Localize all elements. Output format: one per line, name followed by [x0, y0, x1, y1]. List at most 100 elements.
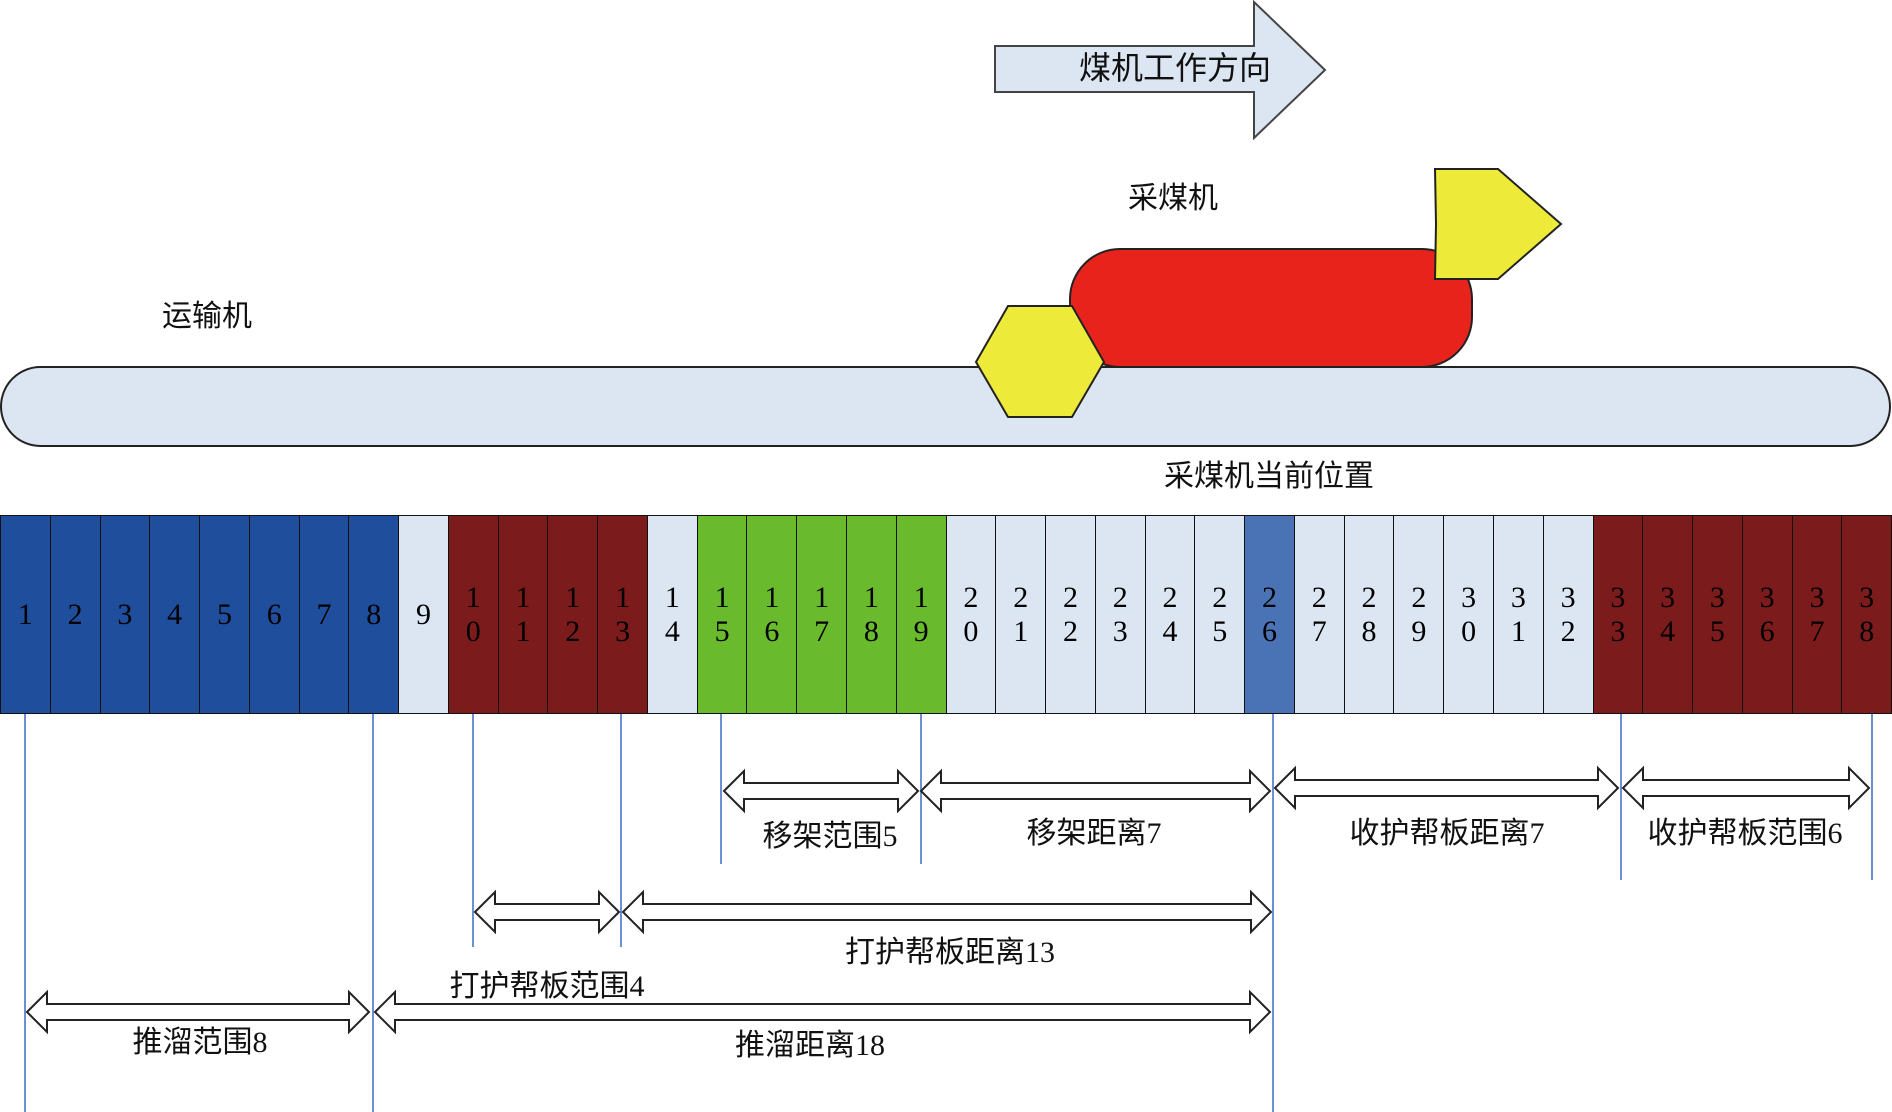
support-cell-15: 15: [697, 516, 748, 713]
support-cell-2: 2: [50, 516, 101, 713]
support-cell-8: 8: [349, 516, 400, 713]
support-number: 35: [1709, 580, 1725, 648]
support-number: 23: [1112, 580, 1128, 648]
retract-distance-label: 收护帮板距离7: [1350, 817, 1545, 850]
support-cell-4: 4: [150, 516, 201, 713]
support-number: 37: [1809, 580, 1825, 648]
extend-range-label: 打护帮板范围4: [450, 970, 645, 1003]
support-cell-14: 14: [647, 516, 698, 713]
support-cell-25: 25: [1195, 516, 1246, 713]
support-number: 19: [913, 580, 929, 648]
support-number: 10: [465, 580, 481, 648]
support-cell-38: 38: [1842, 516, 1892, 713]
conveyor-label: 运输机: [162, 300, 252, 333]
support-number: 33: [1610, 580, 1626, 648]
support-number: 9: [416, 597, 431, 631]
support-number: 16: [764, 580, 780, 648]
arrow-retract-range: [1621, 765, 1871, 811]
support-number: 24: [1162, 580, 1178, 648]
support-number: 18: [863, 580, 879, 648]
support-number: 22: [1062, 580, 1078, 648]
support-number: 5: [216, 597, 232, 631]
support-number: 34: [1660, 580, 1676, 648]
support-cell-23: 23: [1095, 516, 1146, 713]
direction-arrow: [994, 0, 1327, 141]
support-number: 3: [117, 597, 133, 631]
support-cell-26: 26: [1245, 516, 1295, 713]
support-number: 26: [1262, 580, 1278, 648]
arrow-push-distance: [373, 989, 1272, 1035]
support-number: 6: [266, 597, 282, 631]
support-number: 20: [963, 580, 979, 648]
right-cutting-drum: [1433, 168, 1563, 280]
support-cell-36: 36: [1742, 516, 1793, 713]
support-number: 2: [67, 597, 83, 631]
support-cell-16: 16: [747, 516, 798, 713]
extend-distance-label: 打护帮板距离13: [845, 936, 1055, 969]
support-number: 14: [664, 580, 680, 648]
arrow-move-distance: [919, 768, 1272, 814]
support-cell-9: 9: [399, 516, 449, 713]
shearer-body: [1069, 248, 1473, 368]
support-cell-5: 5: [200, 516, 250, 713]
support-cell-1: 1: [1, 516, 51, 713]
support-number: 8: [366, 597, 382, 631]
support-number: 12: [565, 580, 581, 648]
shearer-label: 采煤机: [1128, 182, 1218, 215]
support-cell-10: 10: [448, 516, 499, 713]
support-cell-35: 35: [1693, 516, 1743, 713]
support-cell-12: 12: [548, 516, 599, 713]
support-number: 4: [167, 597, 183, 631]
arrow-move-range: [722, 768, 920, 814]
push-range-label: 推溜范围8: [133, 1026, 268, 1059]
support-cell-22: 22: [1046, 516, 1096, 713]
arrow-extend-range: [473, 889, 621, 935]
conveyor: [0, 366, 1891, 447]
left-cutting-drum: [974, 305, 1106, 418]
support-number: 13: [615, 580, 631, 648]
arrow-extend-distance: [621, 889, 1273, 935]
support-number: 15: [714, 580, 730, 648]
support-cell-18: 18: [847, 516, 897, 713]
move-range-label: 移架范围5: [763, 820, 898, 853]
support-number: 17: [814, 580, 830, 648]
support-number: 27: [1311, 580, 1327, 648]
support-cell-33: 33: [1593, 516, 1644, 713]
support-number: 29: [1411, 580, 1427, 648]
support-cell-17: 17: [797, 516, 848, 713]
support-number: 21: [1013, 580, 1029, 648]
support-cell-20: 20: [946, 516, 997, 713]
shearer-position-label: 采煤机当前位置: [1164, 460, 1374, 493]
support-cell-31: 31: [1493, 516, 1544, 713]
range-arrows: [25, 765, 1871, 1035]
support-number: 11: [515, 580, 531, 648]
support-cell-37: 37: [1792, 516, 1843, 713]
direction-label: 煤机工作方向: [1079, 50, 1271, 86]
support-cell-29: 29: [1394, 516, 1445, 713]
support-number: 38: [1859, 580, 1875, 648]
support-number: 7: [316, 597, 332, 631]
support-number: 32: [1560, 580, 1576, 648]
support-cell-32: 32: [1543, 516, 1594, 713]
support-cell-11: 11: [498, 516, 549, 713]
support-cell-28: 28: [1344, 516, 1395, 713]
support-number: 30: [1461, 580, 1477, 648]
support-cell-30: 30: [1444, 516, 1494, 713]
retract-range-label: 收护帮板范围6: [1648, 817, 1843, 850]
support-number: 31: [1510, 580, 1526, 648]
guide-lines: [24, 713, 1873, 1112]
support-cell-6: 6: [249, 516, 300, 713]
push-distance-label: 推溜距离18: [735, 1029, 885, 1062]
support-number: 25: [1212, 580, 1228, 648]
move-distance-label: 移架距离7: [1027, 817, 1162, 850]
support-number: 1: [17, 597, 33, 631]
support-cell-34: 34: [1643, 516, 1694, 713]
support-cell-13: 13: [598, 516, 648, 713]
support-cell-21: 21: [996, 516, 1047, 713]
support-number: 28: [1361, 580, 1377, 648]
arrow-push-range: [25, 989, 371, 1035]
support-cell-3: 3: [100, 516, 151, 713]
